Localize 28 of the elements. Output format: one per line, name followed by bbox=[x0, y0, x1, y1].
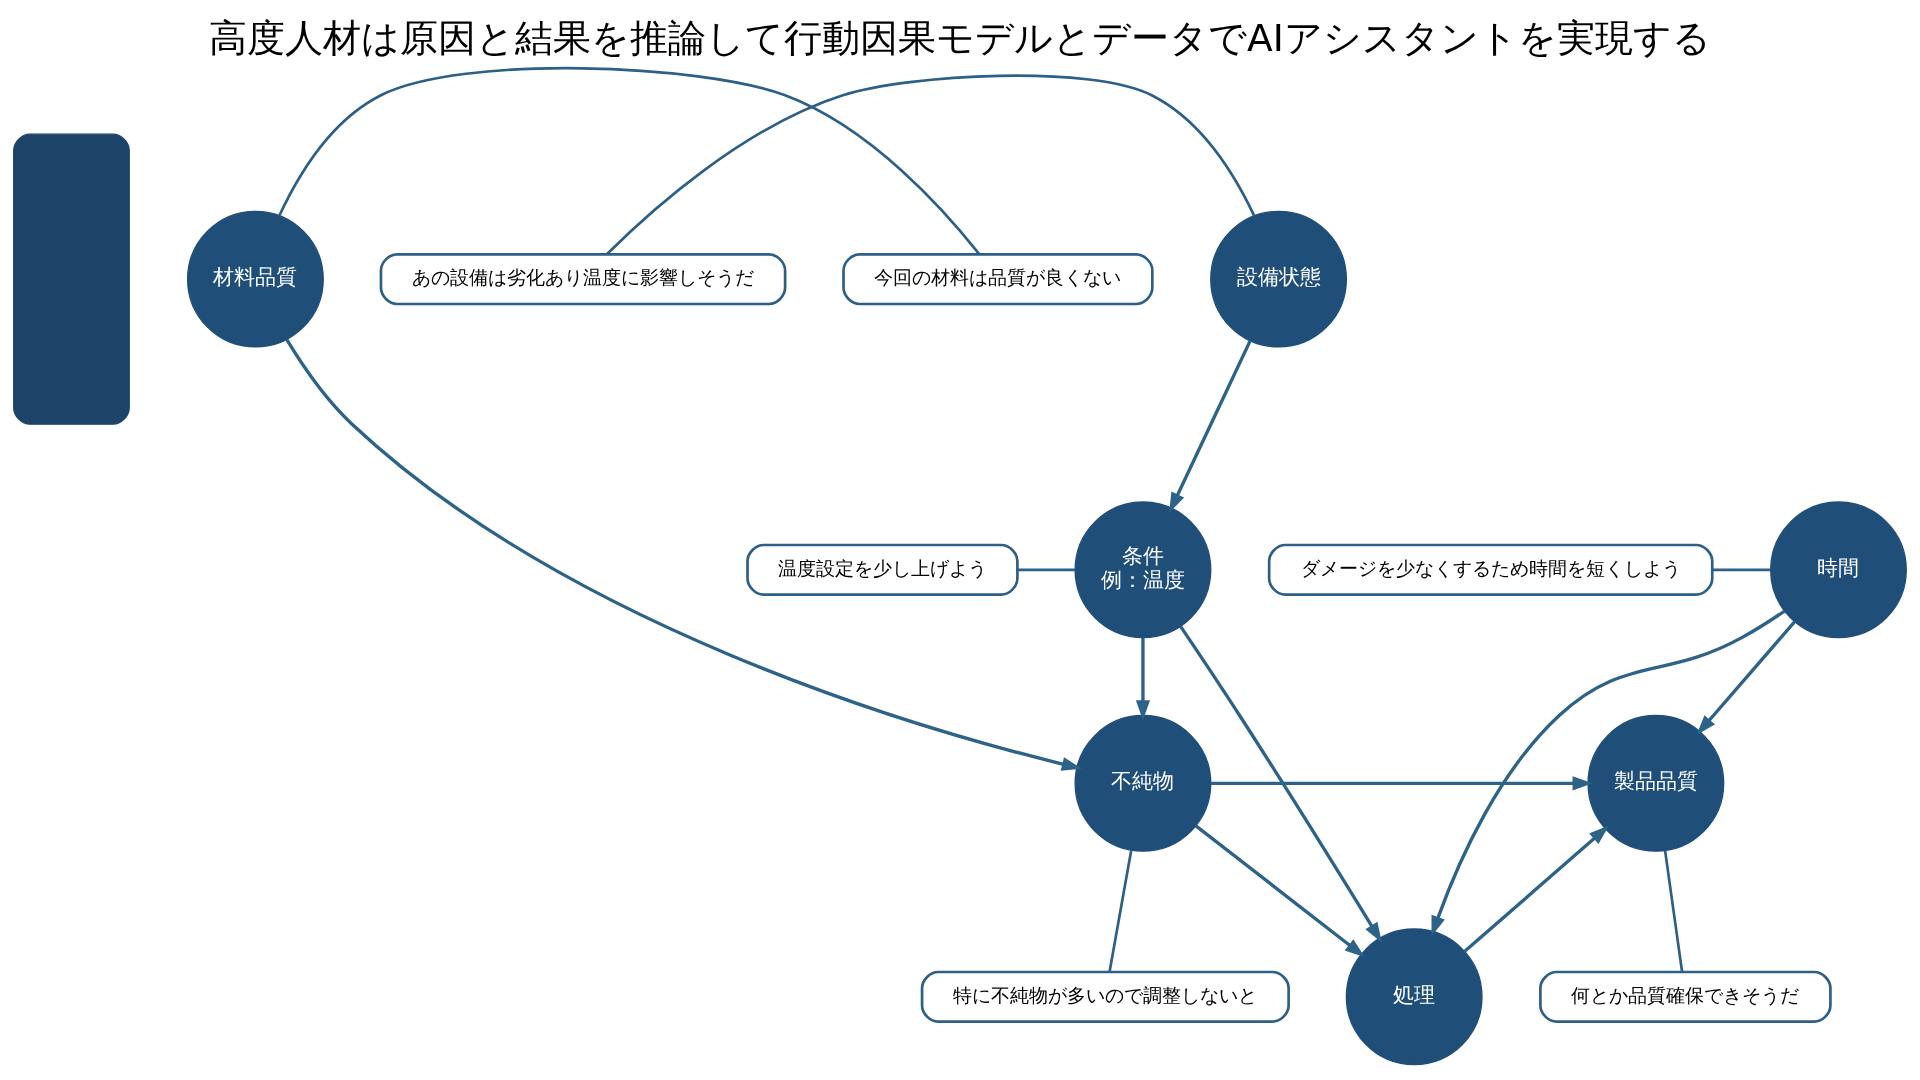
arrow bbox=[1135, 637, 1150, 721]
arrow bbox=[1463, 825, 1610, 953]
node-box: あの設備は劣化あり温度に影響しそうだ bbox=[379, 252, 787, 306]
connector bbox=[1108, 850, 1133, 972]
node-person bbox=[13, 133, 130, 425]
connector bbox=[1017, 568, 1075, 572]
node-box: 温度設定を少し上げよう bbox=[746, 543, 1019, 597]
node-box: 特に不純物が多いので調整しないと bbox=[920, 970, 1290, 1023]
arrow bbox=[1179, 625, 1382, 943]
arrow bbox=[1169, 340, 1252, 513]
arrow bbox=[1696, 620, 1796, 736]
node-circle: 不純物 bbox=[1074, 714, 1212, 852]
arrow bbox=[285, 338, 1082, 771]
node-box: 何とか品質確保できそうだ bbox=[1539, 970, 1832, 1023]
arrow bbox=[1211, 776, 1593, 791]
diagram-title: 高度人材は原因と結果を推論して行動因果モデルとデータでAIアシスタントを実現する bbox=[209, 15, 1711, 60]
node-circle: 材料品質 bbox=[186, 210, 324, 348]
node-box: ダメージを少なくするため時間を短くしよう bbox=[1267, 543, 1714, 597]
node-box: 今回の材料は品質が良くない bbox=[842, 252, 1154, 306]
node-circle: 時間 bbox=[1770, 501, 1907, 639]
arrow bbox=[1194, 824, 1365, 958]
connector bbox=[606, 74, 1256, 255]
node-circle: 設備状態 bbox=[1210, 210, 1348, 348]
connector bbox=[1663, 850, 1684, 973]
node-circle: 条件 例：温度 bbox=[1074, 501, 1212, 639]
arrow bbox=[1431, 609, 1786, 937]
connector bbox=[1712, 568, 1771, 572]
connector bbox=[278, 66, 981, 255]
